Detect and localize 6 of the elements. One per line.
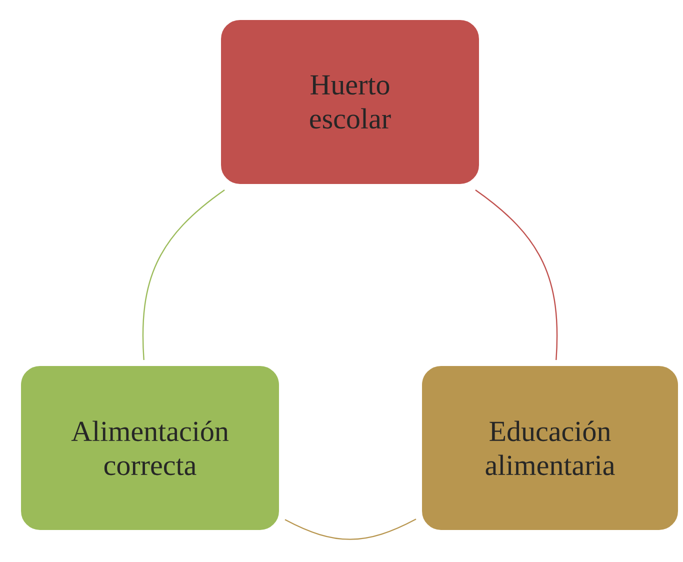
connector-arc: [142, 190, 225, 360]
process-box: Educación alimentaria: [416, 360, 683, 536]
process-box: Alimentación correcta: [15, 360, 285, 536]
connector-arc: [475, 190, 558, 360]
connector-arc: [284, 518, 416, 540]
process-box: Huerto escolar: [215, 14, 485, 190]
